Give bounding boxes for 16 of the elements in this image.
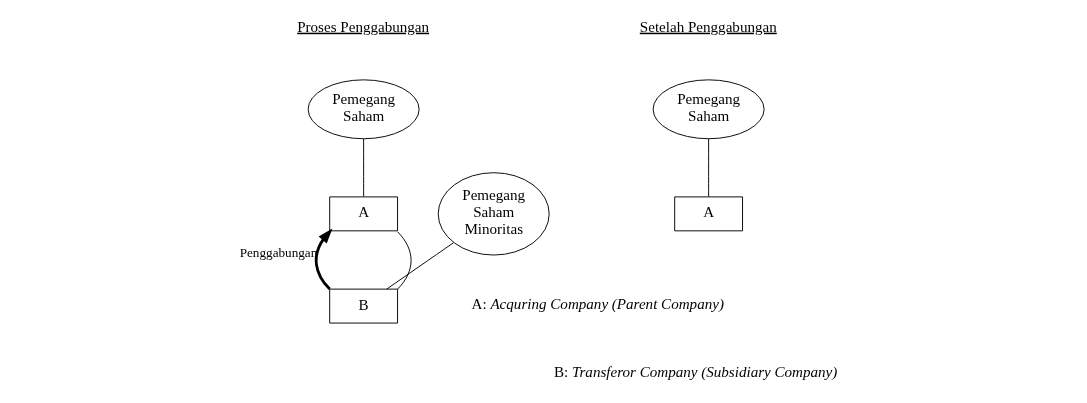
- label: Setelah Penggabungan: [639, 18, 777, 35]
- node-ellipse: Pemegang Saham: [652, 79, 765, 140]
- node-box: A: [329, 196, 399, 232]
- node-box: B: [329, 288, 399, 324]
- connector: [708, 138, 710, 198]
- label: B: Transferor Company (Subsidiary Company): [554, 363, 838, 380]
- arrow: [314, 228, 333, 291]
- node-ellipse: Pemegang Saham Minoritas: [437, 172, 550, 256]
- edge-label: Penggabungan: [239, 244, 318, 260]
- label: A: Acquring Company (Parent Company): [471, 295, 724, 312]
- connector: [386, 242, 455, 290]
- node-ellipse: Pemegang Saham: [307, 79, 420, 140]
- label: Proses Penggabungan: [297, 18, 430, 35]
- connector: [363, 138, 365, 198]
- node-box: A: [674, 196, 743, 232]
- connector: [397, 231, 412, 290]
